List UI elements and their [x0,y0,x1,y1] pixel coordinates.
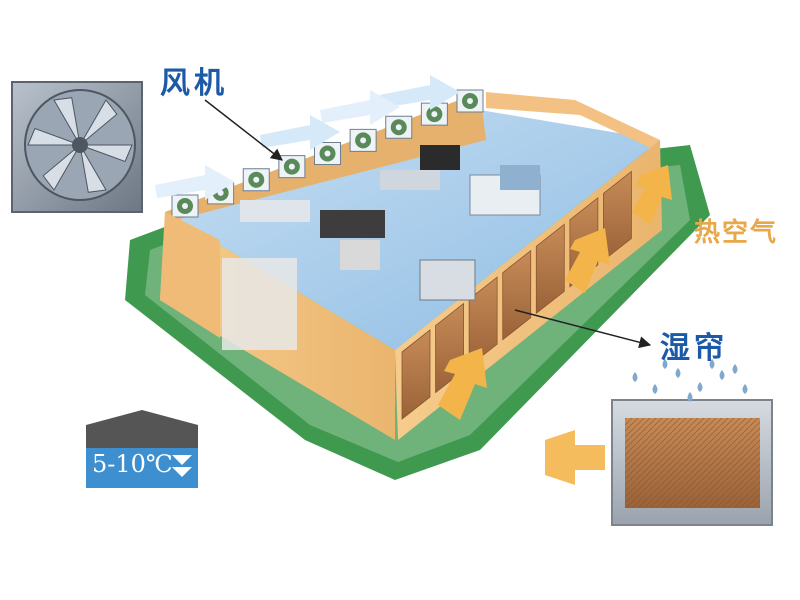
wall-cooling-pad [401,329,431,420]
pad-pointer-arrow [514,309,652,349]
water-droplets-icon [632,359,748,402]
fan-pointer-arrow [204,99,283,161]
water-droplet [662,359,668,369]
hot-air-label: 热空气 [694,218,779,248]
fan-blade [79,144,133,163]
wall-fan [314,142,341,165]
temperature-badge-icon [86,410,198,488]
wall-fan-row [171,89,484,218]
fan-blade [79,99,118,146]
wall-cooling-pad [502,249,532,341]
fan-blade [53,97,81,146]
fan-label: 风机 [160,66,228,101]
wall-fan [242,168,270,192]
water-droplet [632,372,638,382]
side-door [222,258,297,350]
fan-blade [42,144,81,191]
wall-pad-row [401,170,632,420]
water-droplet [742,384,748,394]
left-gable [160,212,220,338]
wall-fan [171,194,199,218]
temperature-label: 5-10℃ [92,450,173,478]
water-droplet [652,384,658,394]
water-droplet [687,392,693,402]
wet-curtain-label: 湿帘 [660,331,728,366]
water-droplet [719,370,725,380]
wall-fan [349,128,377,152]
wall-fan [456,89,484,113]
evaporative-cooling-pad-icon [611,399,773,526]
exhaust-fan-icon [11,81,143,213]
water-droplet [697,382,703,392]
wall-cooling-pad [535,223,565,315]
fan-blade [79,144,107,193]
wall-cooling-pad [468,276,498,367]
water-droplet [675,368,681,378]
wall-fan [420,102,448,126]
exhaust-airflow-arrows [155,75,460,200]
wall-fan [385,115,413,139]
fan-blade [27,127,81,146]
water-droplet [709,359,715,369]
hot-air-arrows [438,165,672,485]
back-wall-right [486,92,660,150]
wall-fan [278,155,306,179]
floor-equipment [240,145,541,301]
water-droplet [732,364,738,374]
